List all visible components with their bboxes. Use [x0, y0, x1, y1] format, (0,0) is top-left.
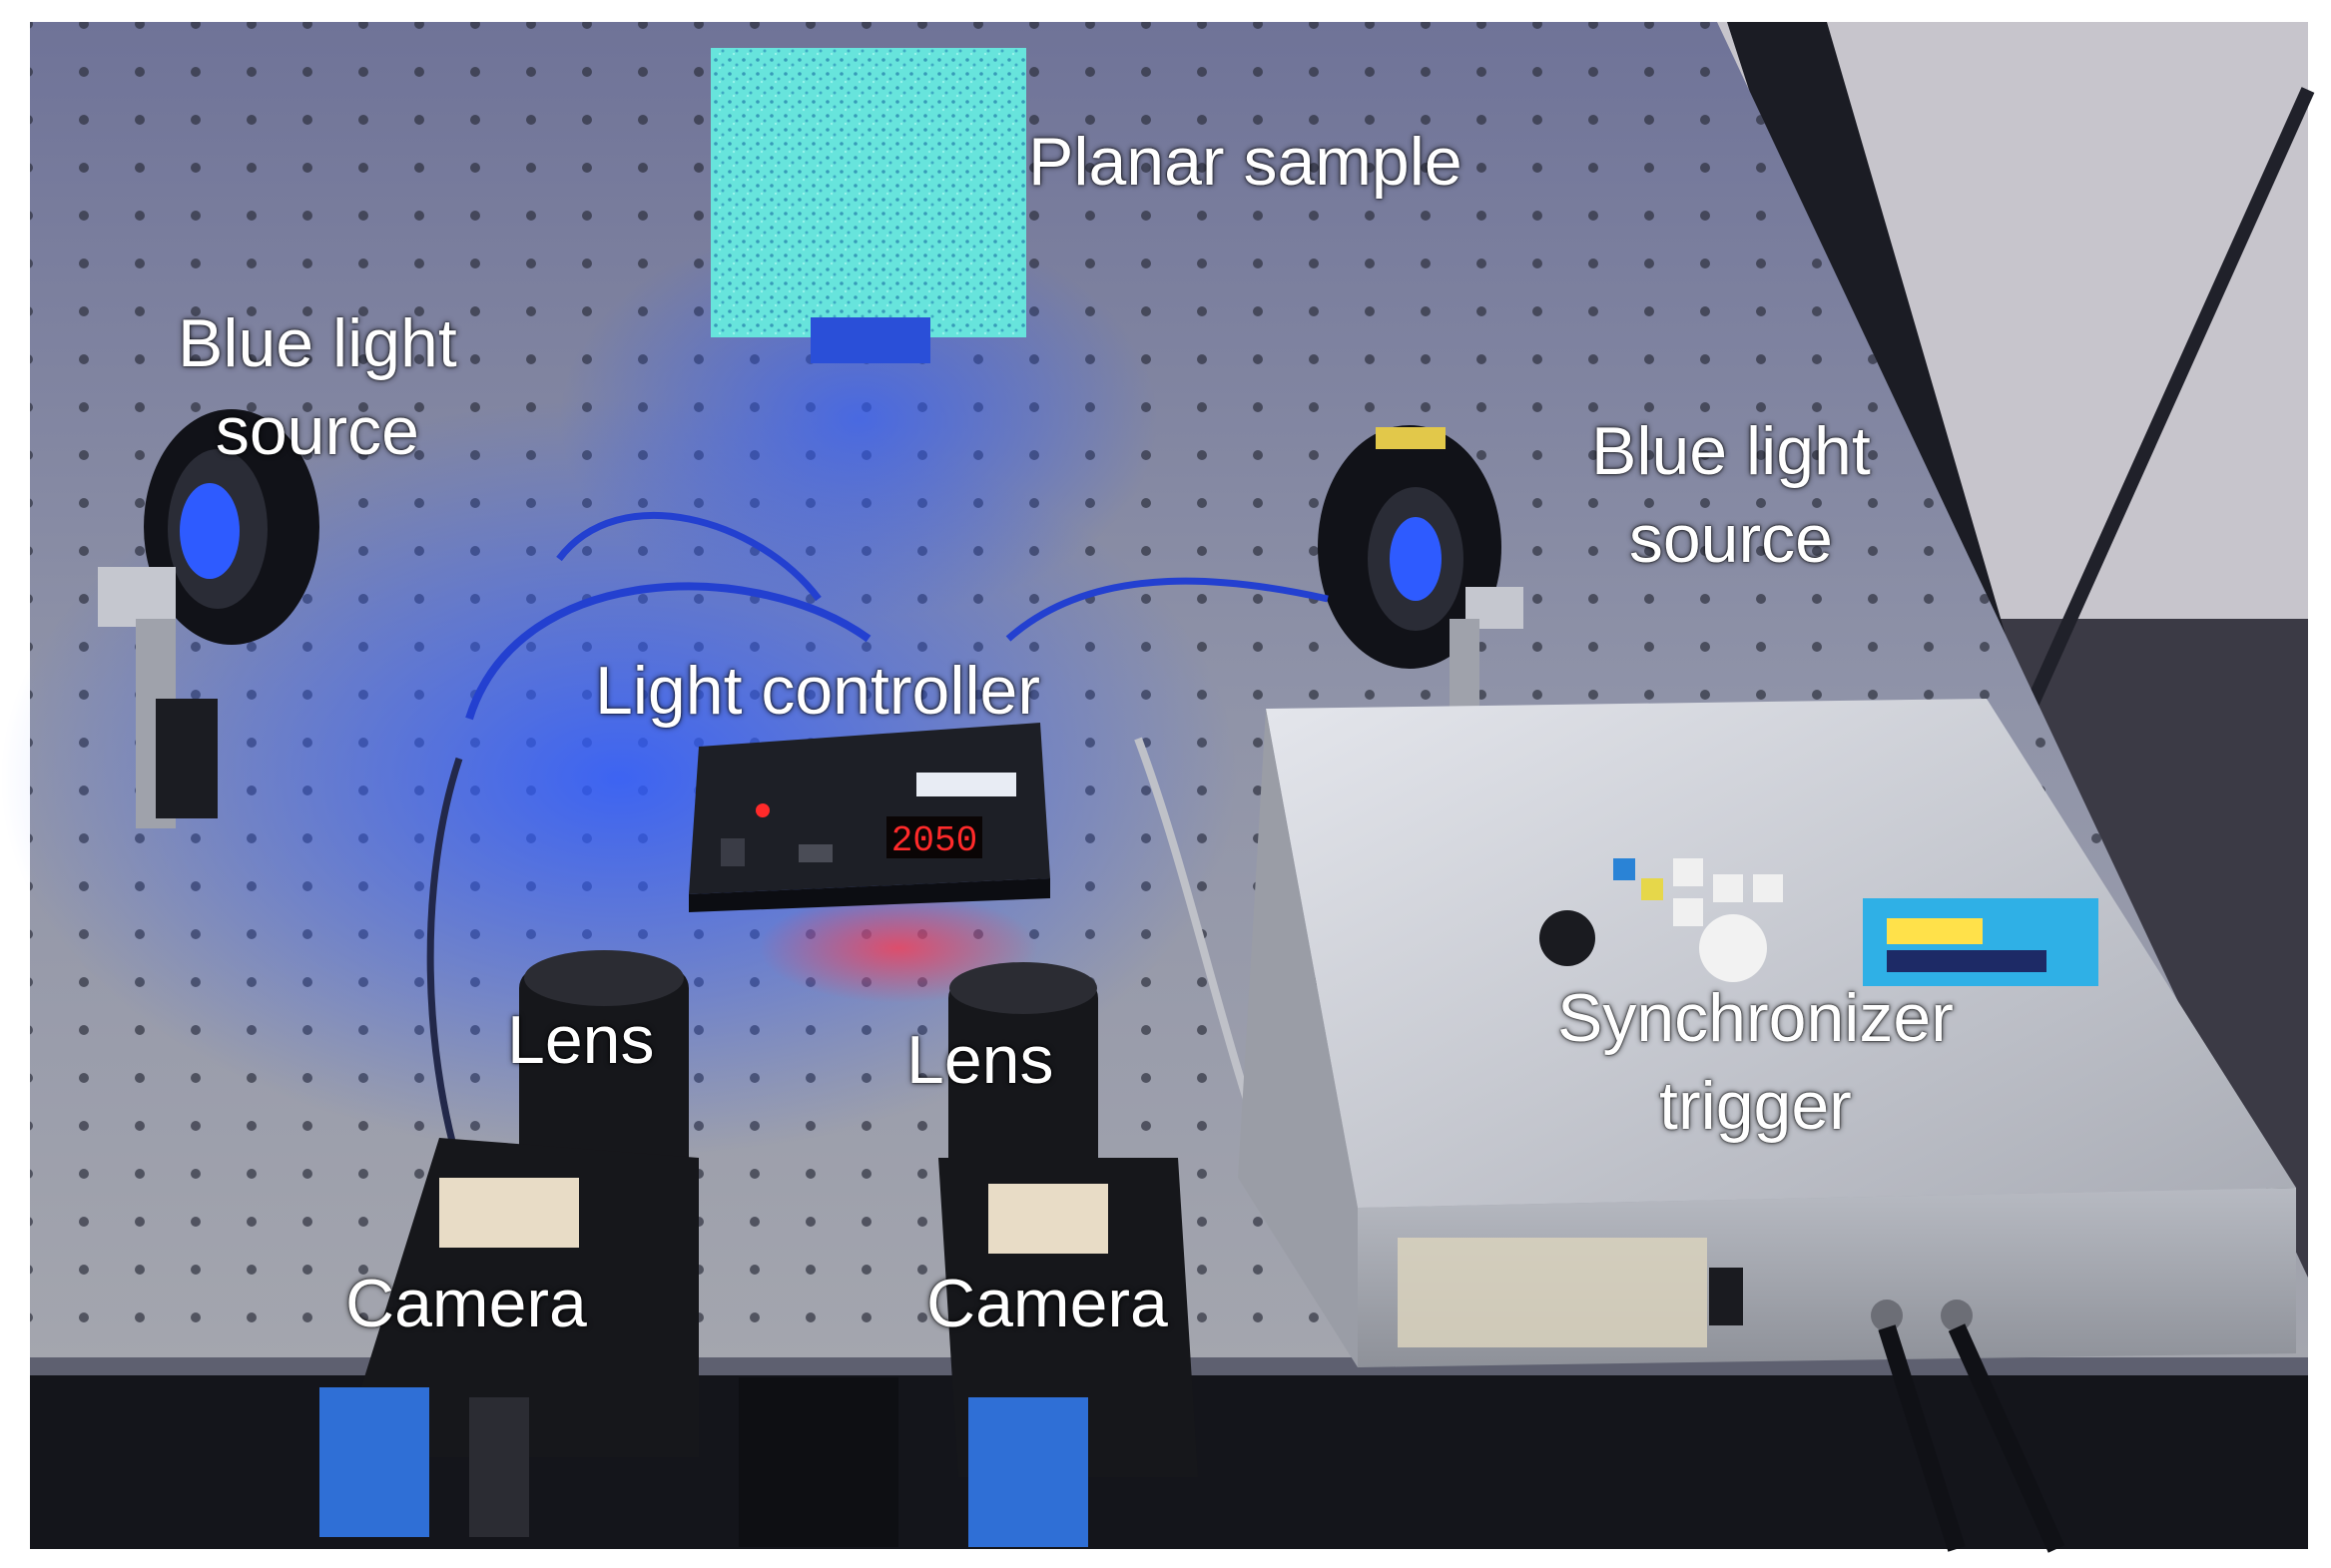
- label-lens-right: Lens: [906, 1022, 1054, 1098]
- planar-sample: [711, 48, 1026, 363]
- synchronizer-trigger-device: [1238, 699, 2296, 1553]
- label-blue-light-source-left: Blue light source: [178, 305, 457, 469]
- label-synchronizer-trigger: Synchronizer trigger: [1557, 980, 1954, 1144]
- controller-display-readout: 2050: [891, 820, 977, 861]
- camera-left: [319, 950, 699, 1537]
- photo-area: 2050: [0, 22, 2315, 1553]
- label-blue-light-source-right: Blue light source: [1591, 413, 1871, 577]
- label-light-controller: Light controller: [595, 653, 1041, 729]
- label-planar-sample: Planar sample: [1028, 124, 1462, 200]
- camera-right: [739, 962, 1198, 1547]
- label-lens-left: Lens: [507, 1002, 655, 1078]
- label-camera-left: Camera: [345, 1266, 587, 1341]
- blue-light-source-right: [1318, 425, 1523, 729]
- light-controller: 2050: [689, 723, 1050, 912]
- blue-light-source-left: [98, 409, 319, 828]
- label-camera-right: Camera: [926, 1266, 1168, 1341]
